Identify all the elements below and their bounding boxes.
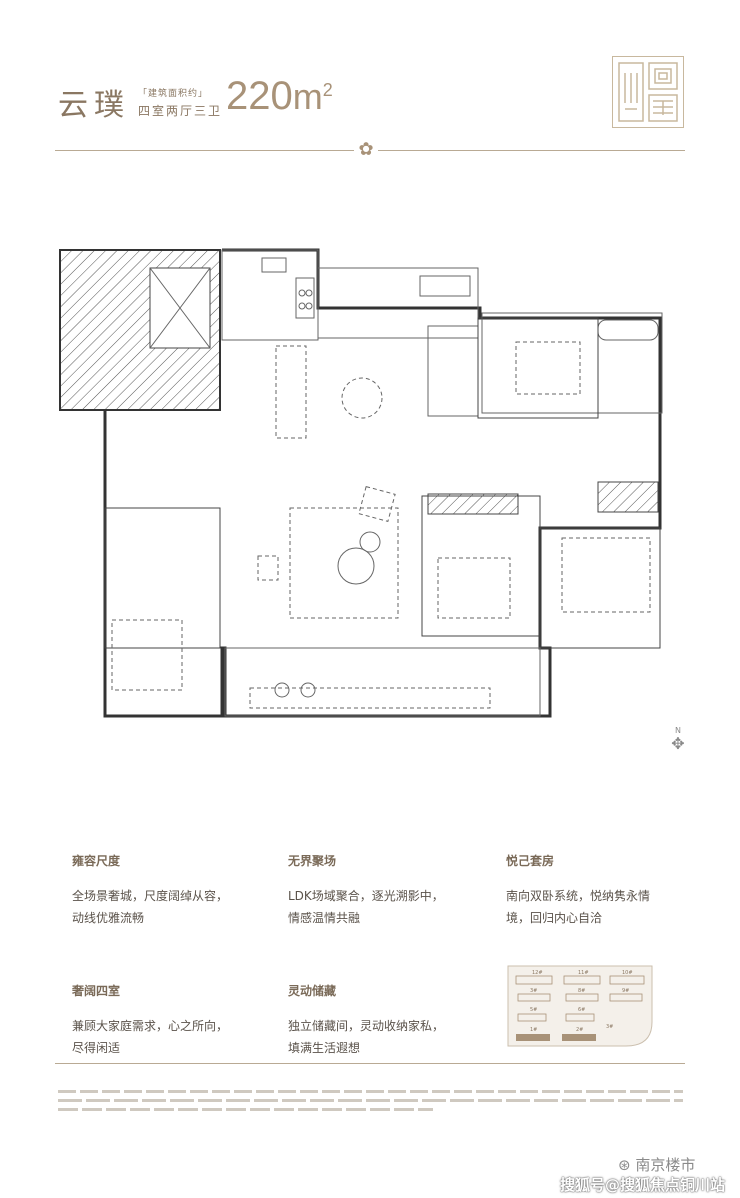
dining-table bbox=[341, 377, 383, 419]
area-caption: 「建筑面积约」 bbox=[138, 89, 209, 99]
feature-text: 兼顾大家庭需求，心之所向， bbox=[72, 1019, 229, 1033]
site-label: 2# bbox=[576, 1027, 583, 1033]
bathroom-top bbox=[317, 267, 479, 339]
feature-text: 动线优雅流畅 bbox=[72, 911, 145, 925]
feature-text: 填满生活遐想 bbox=[288, 1041, 361, 1055]
feature-text: 情感温情共融 bbox=[288, 911, 361, 925]
seal-icon bbox=[618, 62, 678, 122]
site-label: 3# bbox=[606, 1024, 613, 1030]
site-label: 8# bbox=[578, 988, 585, 994]
watermark-source: ⊛ 南京楼市 bbox=[618, 1154, 695, 1175]
compass-label: N bbox=[675, 726, 681, 735]
project-name: 云璞 bbox=[58, 88, 130, 123]
site-label: 9# bbox=[622, 988, 629, 994]
flower-icon: ✿ bbox=[354, 139, 378, 161]
watermark-text-1: 南京楼市 bbox=[635, 1156, 696, 1174]
feature-title: 无界聚场 bbox=[288, 854, 337, 868]
feature-text: 南向双卧系统，悦纳隽永情 bbox=[506, 889, 651, 903]
feature-text: LDK场域聚合，逐光溯影中， bbox=[288, 889, 444, 903]
floor-area: 220m2 bbox=[226, 74, 333, 119]
site-label: 1# bbox=[530, 1027, 537, 1033]
feature-text: 尽得闲适 bbox=[72, 1041, 121, 1055]
room-layout: 四室两厅三卫 bbox=[138, 104, 223, 118]
wechat-icon: ⊛ bbox=[618, 1156, 636, 1174]
bedroom-south-2 bbox=[539, 527, 661, 649]
master-bath bbox=[481, 312, 663, 414]
site-label: 5# bbox=[530, 1007, 537, 1013]
compass-rose-icon: ✥ bbox=[671, 734, 685, 753]
balcony bbox=[224, 647, 541, 717]
feature-title: 悦己套房 bbox=[506, 854, 555, 868]
sofa bbox=[289, 507, 399, 619]
feature-title: 奢阔四室 bbox=[72, 984, 121, 998]
site-label: 6# bbox=[578, 1007, 585, 1013]
site-label: 12# bbox=[532, 970, 543, 976]
feature-text: 全场景奢城，尺度阔绰从容， bbox=[72, 889, 229, 903]
site-plan-thumbnail: 12# 11# 10# 3# 8# 9# 5# 6# 1# 2# 3# bbox=[507, 965, 653, 1047]
master-bedroom bbox=[477, 317, 599, 419]
brand-seal-logo bbox=[612, 56, 684, 128]
watermark-sohu: 搜狐号@搜狐焦点铜川站 bbox=[560, 1176, 726, 1194]
site-label: 11# bbox=[578, 970, 589, 976]
feature-text: 境，回归内心自洽 bbox=[506, 911, 603, 925]
north-compass: N ✥ bbox=[668, 726, 688, 756]
site-label: 3# bbox=[530, 988, 537, 994]
bedroom-west bbox=[104, 507, 221, 649]
feature-title: 灵动储藏 bbox=[288, 984, 337, 998]
bath-2 bbox=[427, 325, 479, 417]
feature-text: 独立储藏间，灵动收纳家私， bbox=[288, 1019, 445, 1033]
feature-title: 雍容尺度 bbox=[72, 854, 121, 868]
disclaimer-fine-print bbox=[58, 1090, 683, 1111]
bedroom-south-1 bbox=[421, 495, 541, 637]
area-value: 220 bbox=[226, 74, 293, 118]
area-unit: m2 bbox=[292, 76, 333, 117]
site-label: 10# bbox=[622, 970, 633, 976]
footer-divider bbox=[55, 1063, 685, 1064]
floor-plan bbox=[59, 248, 663, 718]
